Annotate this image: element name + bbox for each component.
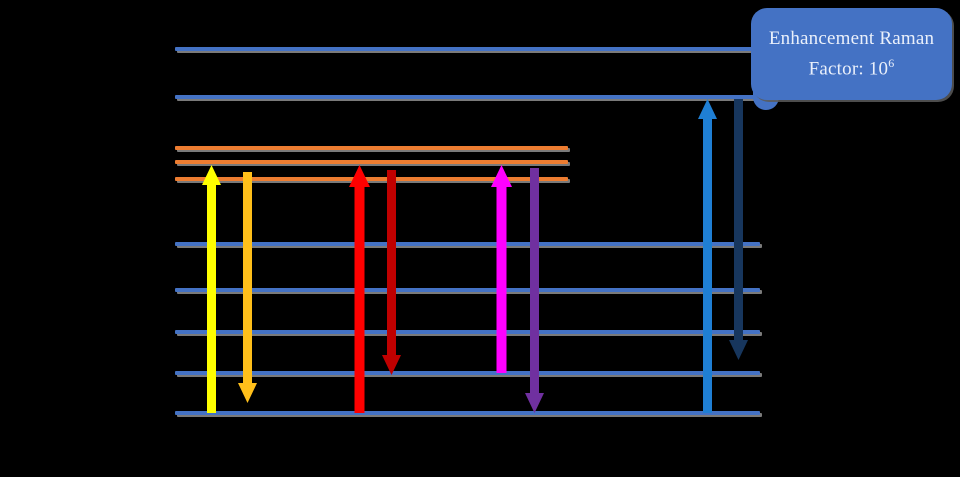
yellow-excitation-arrow [200,165,223,413]
orange-level-1-shadow [177,179,570,183]
callout-text: Enhancement Raman Factor: 106 [769,26,934,81]
vibrational-level-4 [175,242,762,248]
vibrational-level-2-shadow [177,332,762,336]
vibrational-level-4-shadow [177,244,762,248]
callout-line-1: Enhancement Raman [768,28,935,50]
orange-level-3-bar [175,146,568,150]
upper-blue-level-1-shadow [177,97,757,101]
orange-level-2 [175,160,570,166]
vibrational-level-1 [175,371,762,377]
upper-blue-level-2 [175,47,757,53]
callout-line-2-prefix: Factor: 10 [808,58,889,80]
navy-emission-arrow [727,99,750,360]
orange-level-3-shadow [177,148,570,152]
vibrational-level-2 [175,330,762,336]
upper-blue-level-2-shadow [177,49,757,53]
upper-blue-level-1 [175,95,757,101]
purple-emission-arrow [523,168,546,413]
orange-stokes-emission-arrow [236,172,259,403]
upper-blue-level-2-bar [175,47,755,51]
ground-state-level-bar [175,411,760,415]
magenta-excitation-arrow [489,165,514,373]
orange-level-2-bar [175,160,568,164]
vibrational-level-3-bar [175,288,760,292]
callout-exponent: 6 [888,56,895,71]
orange-level-1 [175,177,570,183]
upper-blue-level-1-bar [175,95,755,99]
enhancement-factor-callout: Enhancement Raman Factor: 106 [751,8,952,100]
orange-level-1-bar [175,177,568,181]
vibrational-level-4-bar [175,242,760,246]
vibrational-level-3-shadow [177,290,762,294]
vibrational-level-1-bar [175,371,760,375]
ground-state-level-shadow [177,413,762,417]
darkred-anti-stokes-arrow [380,170,403,375]
red-excitation-arrow [347,165,372,413]
orange-level-2-shadow [177,162,570,166]
lightblue-excitation-arrow [696,99,719,413]
vibrational-level-2-bar [175,330,760,334]
vibrational-level-1-shadow [177,373,762,377]
orange-level-3 [175,146,570,152]
vibrational-level-3 [175,288,762,294]
ground-state-level [175,411,762,417]
